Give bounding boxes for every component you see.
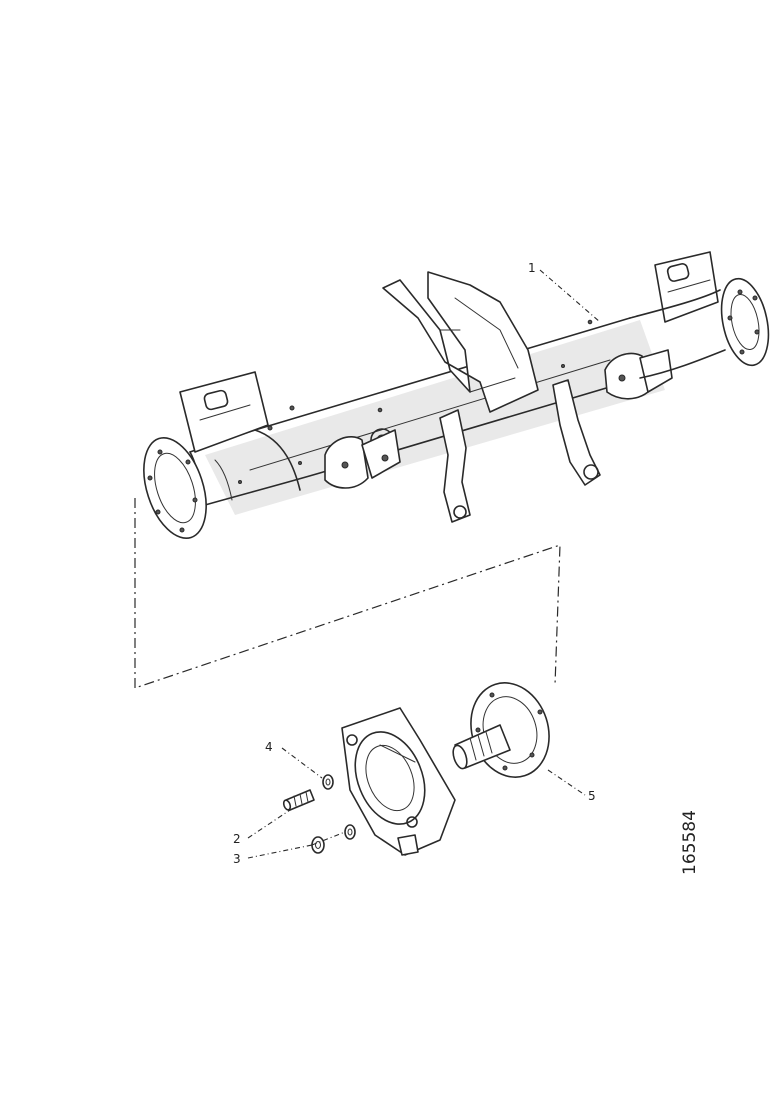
- nut-part-3: [311, 824, 356, 854]
- left-spring-bracket: [179, 371, 295, 453]
- left-flange: [143, 436, 207, 540]
- leader-part-1: [539, 269, 601, 323]
- label-part-5: 5: [588, 789, 596, 803]
- right-spring-bracket: [654, 251, 719, 323]
- assembly-phantom-line: [134, 498, 561, 689]
- brake-flange: [452, 682, 550, 778]
- leader-part-2: [247, 809, 291, 839]
- stud-part-2: [282, 789, 315, 811]
- hub-carrier: [341, 707, 456, 856]
- label-part-2: 2: [233, 832, 241, 846]
- leader-part-3a: [247, 844, 313, 859]
- figure-number: 165584: [680, 810, 700, 875]
- leader-part-5: [547, 769, 586, 796]
- left-torque-arm: [439, 409, 471, 523]
- label-part-4: 4: [265, 740, 273, 754]
- leader-part-4: [281, 747, 323, 779]
- center-bracket: [382, 271, 539, 413]
- axle-beam-assembly: [143, 251, 770, 540]
- right-torque-arm: [552, 379, 601, 486]
- right-shock-mount: [604, 349, 673, 400]
- label-part-3: 3: [233, 852, 241, 866]
- tube-weld-dots: [238, 319, 593, 484]
- label-part-1: 1: [528, 261, 536, 275]
- washer-part-4: [322, 774, 334, 790]
- right-axle-end: [629, 277, 770, 379]
- left-shock-mount: [324, 428, 401, 489]
